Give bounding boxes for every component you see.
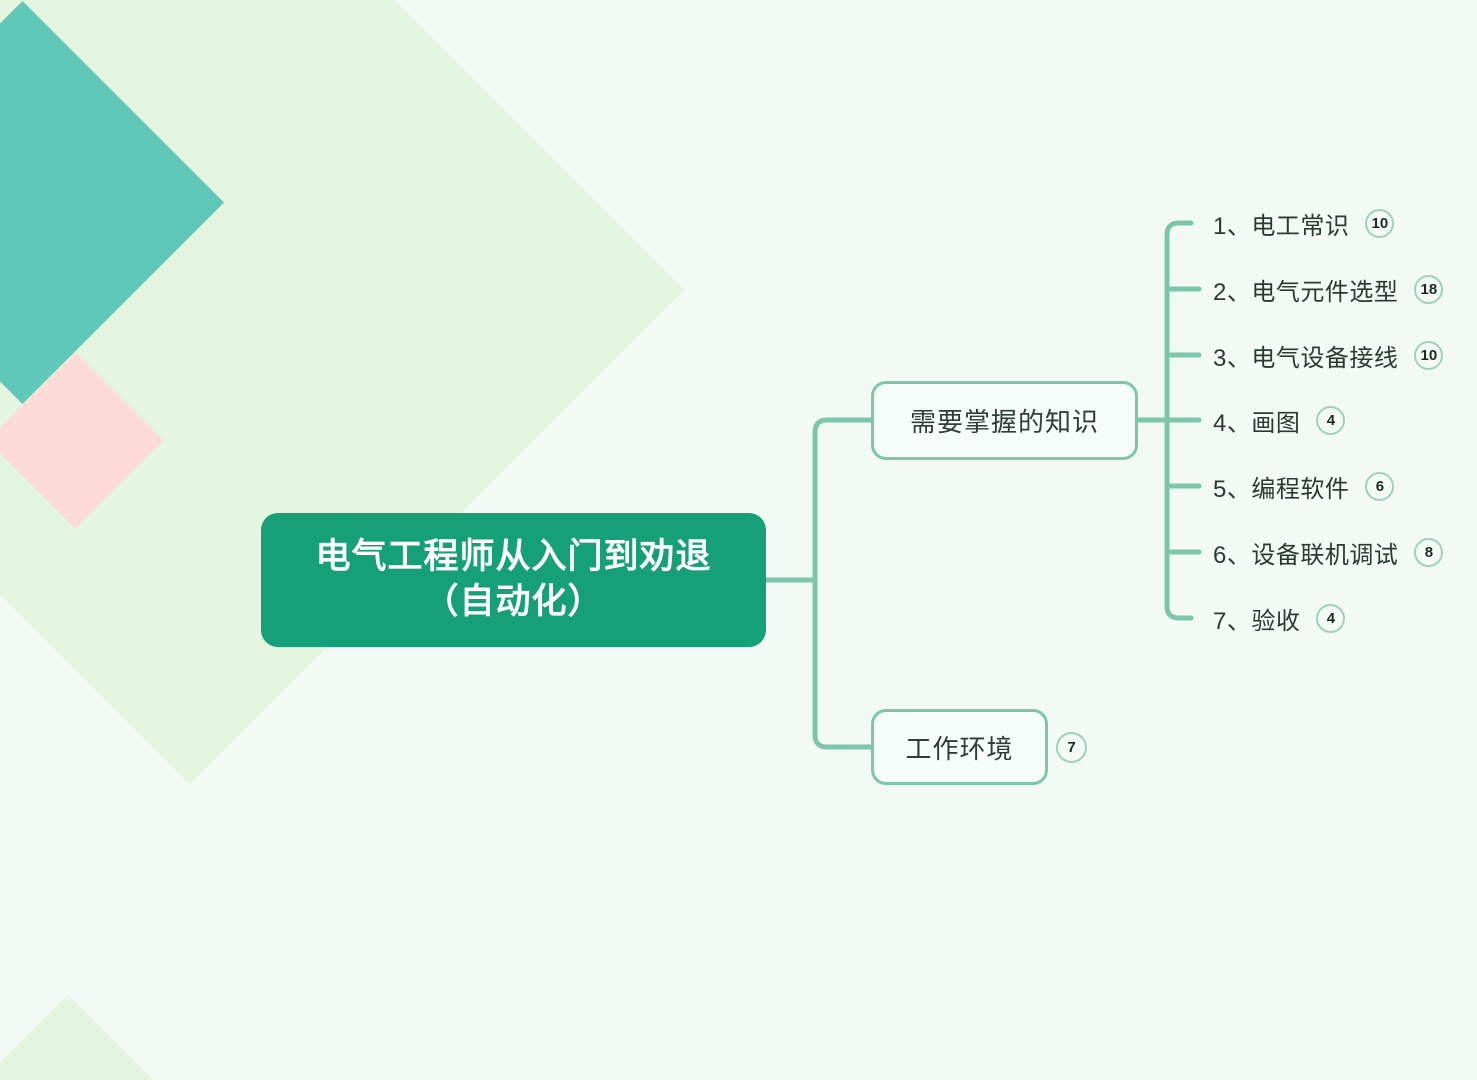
link-root-to-environment — [812, 577, 874, 750]
leaf-index-5: 5、 — [1213, 475, 1252, 503]
root-node[interactable]: 电气工程师从入门到劝退 （自动化） — [261, 513, 766, 647]
root-title-line1: 电气工程师从入门到劝退 — [315, 537, 712, 577]
branch-node-knowledge[interactable]: 需要掌握的知识 — [871, 381, 1138, 460]
link-root-to-knowledge — [812, 417, 874, 583]
leaf-label-7: 验收 — [1251, 607, 1301, 635]
badge-leaf-6: 8 — [1414, 537, 1444, 567]
branch-label-environment: 工作环境 — [905, 733, 1014, 764]
root-title: 电气工程师从入门到劝退 （自动化） — [315, 535, 711, 625]
leaf-index-7: 7、 — [1213, 607, 1252, 635]
badge-leaf-3: 10 — [1414, 340, 1444, 370]
branch-label-knowledge: 需要掌握的知识 — [909, 407, 1099, 437]
leaf-item-2[interactable]: 2、 电气元件选型 18 — [1213, 272, 1444, 306]
leaf-index-4: 4、 — [1213, 409, 1252, 437]
badge-leaf-2: 18 — [1414, 274, 1444, 304]
leaf-index-2: 2、 — [1213, 278, 1252, 306]
leaf-index-6: 6、 — [1213, 541, 1252, 569]
badge-leaf-5: 6 — [1365, 471, 1395, 501]
leaf-label-6: 设备联机调试 — [1251, 541, 1399, 569]
badge-leaf-1: 10 — [1365, 208, 1395, 238]
leaf-item-4[interactable]: 4、 画图 4 — [1213, 403, 1346, 437]
leaf-item-6[interactable]: 6、 设备联机调试 8 — [1213, 535, 1444, 569]
root-title-line2: （自动化） — [423, 582, 604, 621]
leaf-label-5: 编程软件 — [1251, 475, 1350, 503]
badge-environment: 7 — [1056, 732, 1087, 763]
badge-leaf-7: 4 — [1316, 603, 1346, 633]
badge-leaf-4: 4 — [1316, 405, 1346, 435]
leaf-index-3: 3、 — [1213, 344, 1252, 372]
leaf-label-1: 电工常识 — [1251, 212, 1350, 240]
leaf-item-1[interactable]: 1、 电工常识 10 — [1213, 206, 1395, 240]
leaf-label-4: 画图 — [1251, 409, 1301, 437]
leaf-label-2: 电气元件选型 — [1251, 278, 1399, 306]
leaf-index-1: 1、 — [1213, 212, 1252, 240]
leaf-item-7[interactable]: 7、 验收 4 — [1213, 601, 1346, 635]
leaf-label-3: 电气设备接线 — [1251, 344, 1399, 372]
leaf-item-5[interactable]: 5、 编程软件 6 — [1213, 469, 1395, 503]
leaf-item-3[interactable]: 3、 电气设备接线 10 — [1213, 338, 1444, 372]
branch-node-environment[interactable]: 工作环境 — [871, 709, 1048, 785]
